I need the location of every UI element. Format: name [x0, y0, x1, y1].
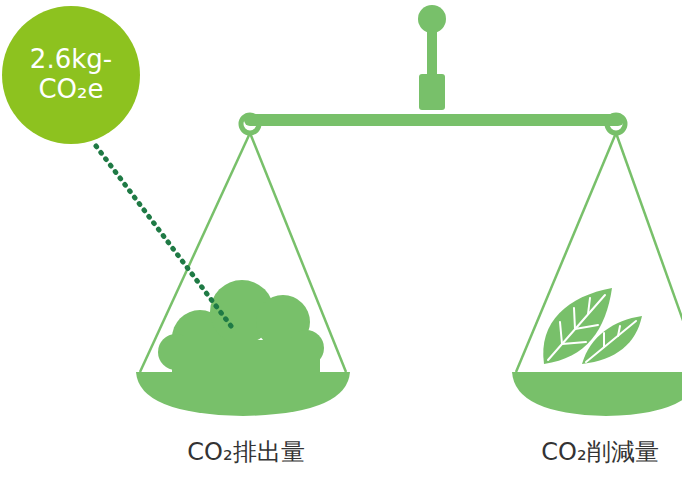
pan-caption: CO₂削減量	[541, 436, 658, 468]
callout-value: 2.6kg- CO₂e	[15, 45, 127, 105]
emission-cloud	[158, 280, 324, 372]
scale-knob	[418, 5, 446, 33]
right-string	[616, 133, 682, 340]
scale-beam	[244, 114, 624, 126]
scale-pivot	[419, 74, 445, 110]
callout-circle: 2.6kg- CO₂e	[2, 6, 140, 144]
left-pan	[136, 372, 350, 416]
pan-caption: CO₂排出量	[187, 436, 304, 468]
reduction-leaves	[543, 288, 642, 364]
leader-line	[96, 146, 234, 330]
right-pan	[512, 372, 682, 416]
right-hook	[607, 115, 625, 133]
left-string	[250, 133, 346, 372]
left-hook	[241, 115, 259, 133]
